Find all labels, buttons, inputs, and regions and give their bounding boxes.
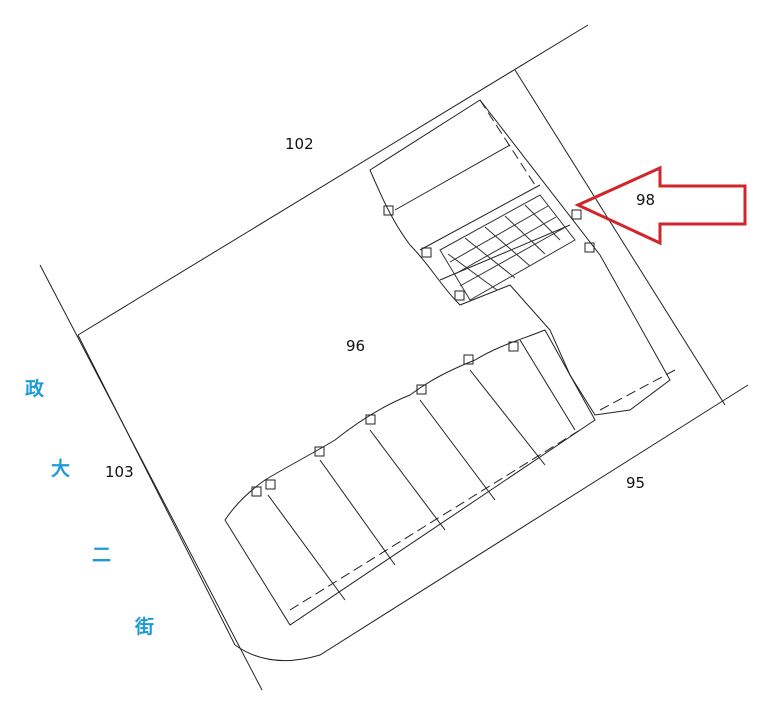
lot-number-95: 95 bbox=[626, 474, 646, 492]
building-row-outline bbox=[224, 329, 596, 626]
dashed-rear-line bbox=[289, 429, 581, 611]
street-corner-boundary bbox=[234, 384, 749, 662]
lot-number-98: 98 bbox=[636, 191, 656, 209]
building-upper-outline bbox=[369, 99, 671, 416]
lot-number-103: 103 bbox=[105, 463, 134, 481]
street-name-char: 政 bbox=[25, 378, 45, 400]
boundary-line bbox=[514, 69, 726, 406]
boundary-line bbox=[77, 24, 589, 336]
boundary-line bbox=[77, 334, 236, 646]
lot-number-96: 96 bbox=[346, 337, 366, 355]
street-name-char: 街 bbox=[135, 616, 155, 638]
lot-number-102: 102 bbox=[285, 135, 314, 153]
street-name-char: 大 bbox=[51, 458, 71, 480]
boundary-line bbox=[39, 264, 263, 691]
pointer-arrow-icon bbox=[574, 165, 747, 246]
hatched-unit bbox=[439, 194, 576, 301]
street-name-char: 二 bbox=[92, 544, 112, 566]
